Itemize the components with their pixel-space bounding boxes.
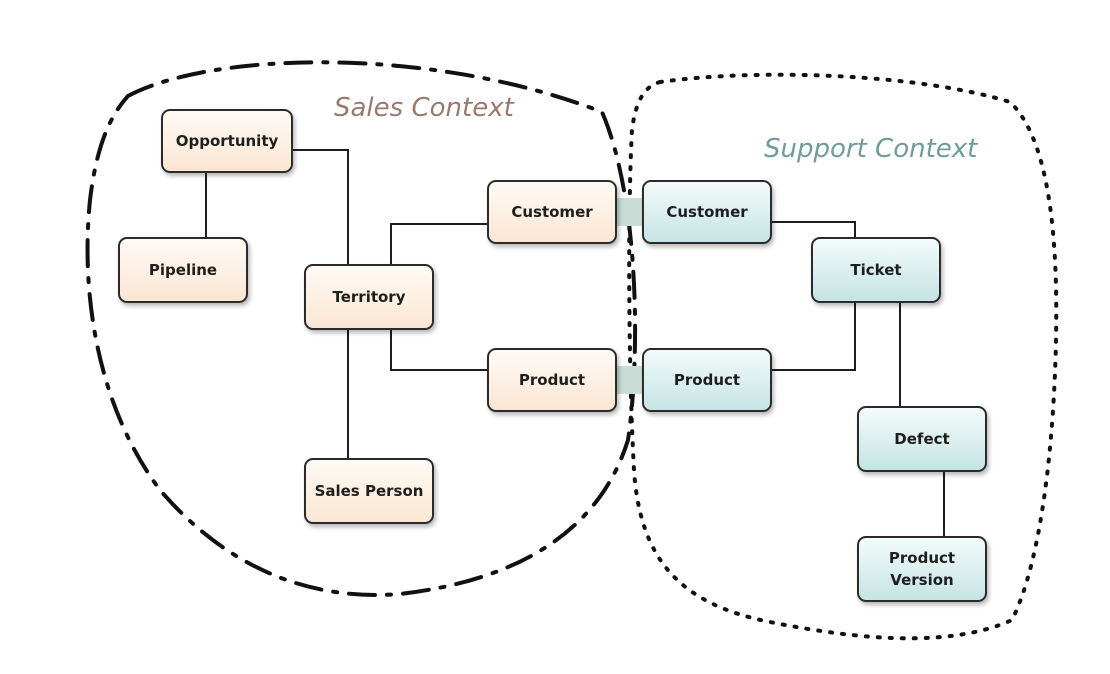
edge-customer-ticket [772,221,856,237]
product-version-node[interactable]: Product Version [857,536,987,602]
defect-node[interactable]: Defect [857,406,987,472]
support-context-label: Support Context [764,134,978,164]
customer-bridge [617,198,642,226]
edge-opportunity-territory [293,149,349,264]
sales-person-node[interactable]: Sales Person [304,458,434,524]
edge-territory-product [390,330,487,371]
sales-customer-node[interactable]: Customer [487,180,617,244]
territory-node[interactable]: Territory [304,264,434,330]
sales-product-node[interactable]: Product [487,348,617,412]
ticket-node[interactable]: Ticket [811,237,941,303]
pipeline-node[interactable]: Pipeline [118,237,248,303]
support-customer-node[interactable]: Customer [642,180,772,244]
sales-context-boundary [85,60,638,597]
product-bridge [617,366,642,394]
opportunity-node[interactable]: Opportunity [161,109,293,173]
sales-context-label: Sales Context [334,93,514,123]
support-product-node[interactable]: Product [642,348,772,412]
edge-territory-customer [390,223,487,264]
edge-product-ticket [772,303,856,371]
